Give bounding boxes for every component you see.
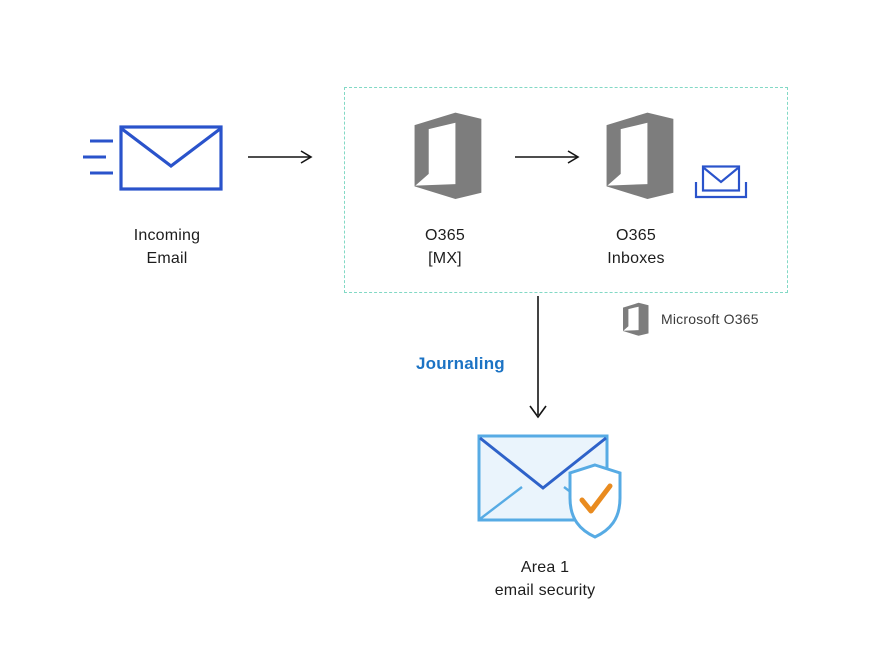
legend-label: Microsoft O365: [661, 311, 759, 327]
journaling-label: Journaling: [416, 354, 505, 373]
o365-boundary-box: [344, 87, 788, 293]
area1-label: Area 1 email security: [494, 559, 596, 599]
office-logo-inboxes-icon: [606, 112, 674, 199]
inbox-envelope-icon: [694, 165, 748, 199]
o365-mx-label: O365 [MX]: [425, 227, 465, 267]
speed-lines-icon: [83, 139, 113, 175]
office-logo-small-icon: [623, 302, 649, 336]
office-logo-mx-icon: [414, 112, 482, 199]
o365-inboxes-label: O365 Inboxes: [607, 227, 665, 267]
area1-email-security-icon: [477, 434, 622, 539]
incoming-email-label: Incoming Email: [133, 227, 201, 267]
incoming-email-icon: [119, 125, 223, 191]
arrow-right-icon: [248, 150, 313, 164]
arrow-right-icon: [515, 150, 580, 164]
legend-microsoft-o365: Microsoft O365: [620, 302, 759, 336]
arrow-down-icon: [529, 296, 547, 419]
checkmark-icon: [579, 483, 613, 514]
shield-icon: [568, 463, 622, 539]
